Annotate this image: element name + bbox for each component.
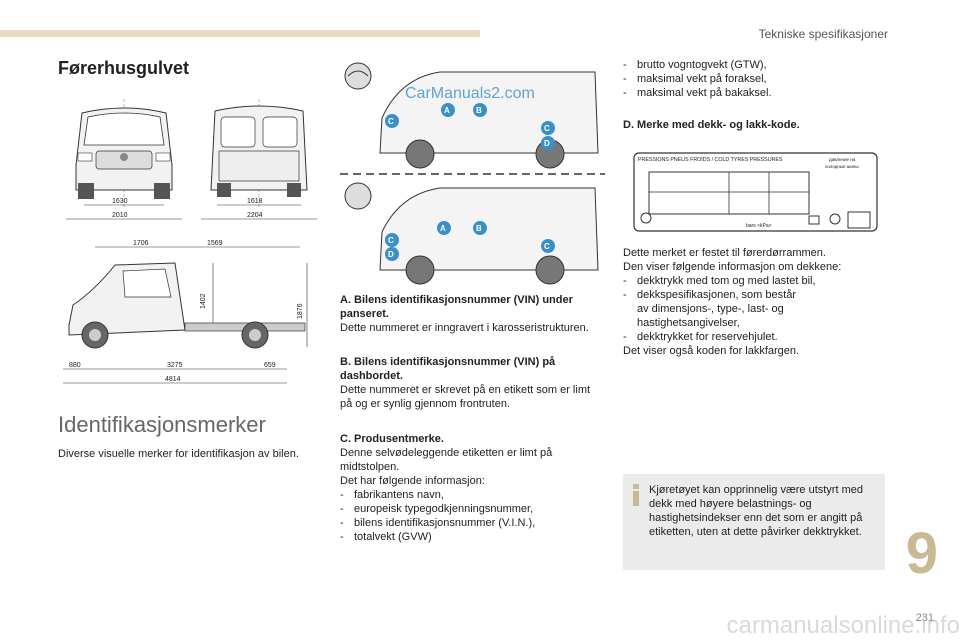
section-title-identification: Identifikasjonsmerker (58, 412, 266, 437)
tyre-pressure-label: PRESSIONS PNEUS FROIDS / COLD TYRES PRES… (633, 152, 878, 232)
marker-a: A (441, 103, 455, 117)
item-b-title: B. Bilens identifikasjonsnummer (VIN) på… (340, 356, 556, 382)
svg-text:C: C (544, 242, 550, 251)
chapter-title: Tekniske spesifikasjoner (758, 27, 888, 41)
item-a-text: Dette nummeret er inngravert i karosseri… (340, 322, 589, 334)
front-dim-outer: 2010 (112, 212, 128, 219)
list-item: maksimal vekt på bakaksel. (623, 86, 888, 100)
tyre-description: Dette merket er festet til førerdørramme… (623, 246, 888, 358)
item-c-text2: Det har følgende informasjon: (340, 475, 485, 487)
list-item: brutto vogntogvekt (GTW), (623, 58, 888, 72)
item-a: A. Bilens identifikasjonsnummer (VIN) un… (340, 293, 605, 335)
page-number: 231 (915, 612, 934, 624)
item-b: B. Bilens identifikasjonsnummer (VIN) på… (340, 355, 605, 411)
svg-text:B: B (476, 224, 482, 233)
svg-text:C: C (544, 124, 550, 133)
watermark-bottom: carmanualsonline.info (726, 612, 960, 639)
item-c-title: C. Produsentmerke. (340, 433, 444, 445)
marker-d: D (541, 136, 555, 150)
svg-text:D: D (388, 250, 394, 259)
svg-text:A: A (440, 224, 446, 233)
marker-c-2: C (541, 121, 555, 135)
marker-c-4: C (541, 239, 555, 253)
list-item: bilens identifikasjonsnummer (V.I.N.), (340, 516, 605, 530)
item-b-text: Dette nummeret er skrevet på en etikett … (340, 384, 591, 410)
tyre-label-side-1: давление на (829, 157, 856, 162)
marker-b-2: B (473, 221, 487, 235)
side-dim-rear-overhang: 659 (264, 362, 276, 369)
side-dim-top-left: 1706 (133, 240, 149, 247)
marker-a-2: A (437, 221, 451, 235)
tyre-label-side-2: холодные шины (825, 164, 859, 169)
side-dim-wheelbase: 3275 (167, 362, 183, 369)
svg-text:D: D (544, 139, 550, 148)
section-title-floor: Førerhusgulvet (58, 58, 190, 78)
side-dim-top-right: 1569 (207, 240, 223, 247)
list-item: fabrikantens navn, (340, 488, 605, 502)
info-box-text: Kjøretøyet kan opprinnelig være utstyrt … (649, 484, 863, 538)
list-item: dekktrykket for reservehjulet. (623, 330, 888, 344)
marker-d-2: D (385, 247, 399, 261)
van-marker-diagram-bottom: A B C D C (340, 173, 605, 285)
item-c-text1: Denne selvødeleggende etiketten er limt … (340, 447, 553, 473)
marker-c-3: C (385, 233, 399, 247)
weight-list: brutto vogntogvekt (GTW), maksimal vekt … (623, 58, 888, 100)
side-view-diagram: 1706 1569 1402 1876 880 3275 659 4814 (63, 240, 308, 384)
tyre-label-header: PRESSIONS PNEUS FROIDS / COLD TYRES PRES… (638, 157, 783, 163)
list-continuation: hastighetsangivelser, (637, 317, 740, 329)
front-dim-inner: 1630 (112, 198, 128, 205)
list-item: europeisk typegodkjenningsnummer, (340, 502, 605, 516)
side-dim-height-total: 1876 (297, 303, 304, 319)
side-dim-length: 4814 (165, 376, 181, 383)
list-item: totalvekt (GVW) (340, 530, 605, 544)
tyre-desc-line3: Det viser også koden for lakkfargen. (623, 345, 800, 357)
svg-text:C: C (388, 236, 394, 245)
svg-text:A: A (444, 106, 450, 115)
front-view-diagram: 1630 2010 (66, 99, 182, 220)
rear-dim-outer: 2204 (247, 212, 263, 219)
chapter-number: 9 (905, 521, 938, 586)
header-bar (0, 30, 480, 37)
list-continuation: av dimensjons-, type-, last- og (637, 303, 784, 315)
side-dim-height-inner: 1402 (200, 293, 207, 309)
marker-c-1: C (385, 114, 399, 128)
rear-dim-inner: 1618 (247, 198, 263, 205)
info-icon (633, 484, 639, 506)
watermark: CarManuals2.com (405, 85, 535, 102)
item-c: C. Produsentmerke. Denne selvødeleggende… (340, 432, 605, 544)
item-a-title: A. Bilens identifikasjonsnummer (VIN) un… (340, 294, 573, 320)
svg-text:B: B (476, 106, 482, 115)
list-item: dekkspesifikasjonen, som består (623, 288, 888, 302)
tyre-desc-line1: Dette merket er festet til førerdørramme… (623, 247, 826, 259)
list-item: maksimal vekt på foraksel, (623, 72, 888, 86)
item-d-title: D. Merke med dekk- og lakk-kode. (623, 119, 800, 131)
side-dim-front-overhang: 880 (69, 362, 81, 369)
svg-text:C: C (388, 117, 394, 126)
info-box: Kjøretøyet kan opprinnelig være utstyrt … (623, 474, 885, 570)
list-item: dekktrykk med tom og med lastet bil, (623, 274, 888, 288)
marker-b: B (473, 103, 487, 117)
tyre-desc-line2: Den viser følgende informasjon om dekken… (623, 261, 842, 273)
section-intro: Diverse visuelle merker for identifikasj… (58, 448, 299, 460)
tyre-label-unit: bars <kPa> (746, 223, 772, 229)
van-marker-diagram-top: A B C C D (344, 62, 599, 169)
rear-view-diagram: 1618 2204 (201, 99, 317, 220)
